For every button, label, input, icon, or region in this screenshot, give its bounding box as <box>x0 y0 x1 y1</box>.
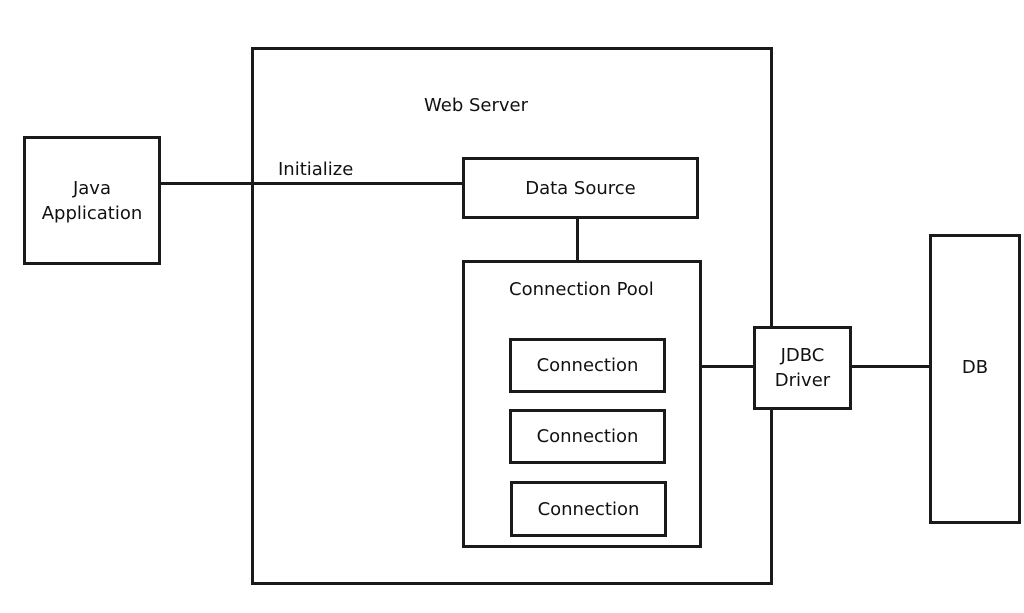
data-source-label: Data Source <box>525 177 636 199</box>
db-box: DB <box>929 234 1021 524</box>
connection-box-1: Connection <box>509 338 666 393</box>
data-source-pool-connector <box>576 219 579 262</box>
db-label: DB <box>961 357 989 378</box>
data-source-box: Data Source <box>462 157 699 219</box>
connection-label: Connection <box>536 355 639 376</box>
initialize-connector <box>161 182 464 185</box>
java-application-label-line1: Java <box>72 177 111 199</box>
initialize-label: Initialize <box>278 159 354 180</box>
java-application-label-line2: Application <box>41 202 143 224</box>
jdbc-driver-label-line2: Driver <box>774 370 831 391</box>
connection-box-3: Connection <box>510 481 667 537</box>
jdbc-driver-label-line1: JDBC <box>780 345 825 366</box>
connection-box-2: Connection <box>509 409 666 464</box>
jdbc-driver-box: JDBC Driver <box>753 326 852 410</box>
connection-label: Connection <box>536 426 639 447</box>
web-server-label: Web Server <box>424 95 528 116</box>
connection-label: Connection <box>537 498 640 520</box>
pool-driver-connector <box>699 365 755 368</box>
connection-pool-label: Connection Pool <box>509 279 654 300</box>
driver-db-connector <box>852 365 931 368</box>
java-application-box: Java Application <box>23 136 161 265</box>
